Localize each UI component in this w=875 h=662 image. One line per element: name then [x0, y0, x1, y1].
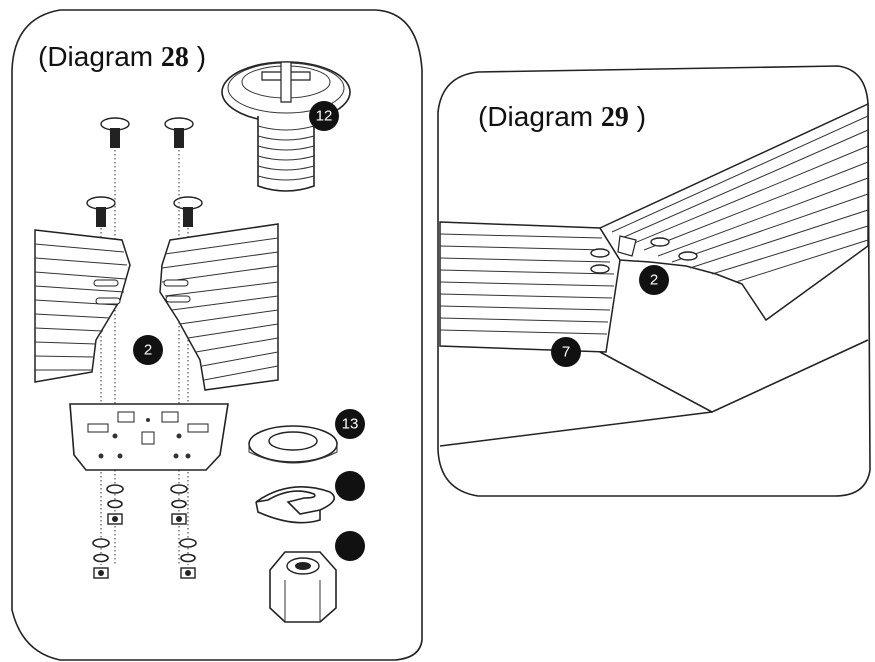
small-bolt-icon	[100, 117, 130, 148]
bracket-plate	[69, 403, 229, 471]
small-bolt-icon	[86, 196, 116, 227]
washer-nut-stack	[106, 484, 124, 525]
diagram-28-frame	[11, 9, 423, 661]
diagram-29-frame	[437, 65, 871, 497]
right-panel-piece	[159, 223, 279, 391]
washer-nut-stack	[92, 538, 110, 579]
svg-text:2: 2	[144, 342, 152, 359]
right-rail	[598, 102, 869, 322]
small-bolt-icon	[164, 117, 194, 148]
callout-rail-29: 7	[551, 337, 581, 367]
small-bolt-icon	[173, 196, 203, 227]
left-rail	[439, 221, 621, 353]
spring-washer-detail	[255, 486, 336, 524]
diagram-28-panel: (Diagram 28 )	[11, 9, 423, 661]
small-bolts	[86, 117, 203, 227]
callout-panel-29: 2	[639, 265, 669, 295]
left-panel-piece	[34, 229, 131, 383]
hex-nut-detail	[269, 551, 337, 623]
diagram-28-title: (Diagram 28 )	[38, 41, 206, 73]
svg-text:2: 2	[650, 272, 658, 289]
support-frame	[439, 339, 869, 447]
callout-panel: 2	[133, 335, 163, 365]
diagram-29-panel: (Diagram 29 ) 2 7	[437, 65, 871, 497]
diagram-29-title: (Diagram 29 )	[478, 101, 646, 133]
callout-flat-washer: 13	[335, 409, 365, 439]
svg-text:13: 13	[342, 416, 359, 433]
washer-nut-stack	[179, 538, 197, 579]
hardware-stack-column	[92, 484, 197, 579]
flat-washer-detail	[248, 425, 338, 464]
callout-bolt: 12	[309, 101, 339, 131]
callout-spring-washer	[335, 471, 365, 501]
svg-text:7: 7	[562, 344, 570, 361]
callout-nut	[335, 531, 365, 561]
svg-text:12: 12	[316, 108, 333, 125]
washer-nut-stack	[170, 484, 188, 525]
